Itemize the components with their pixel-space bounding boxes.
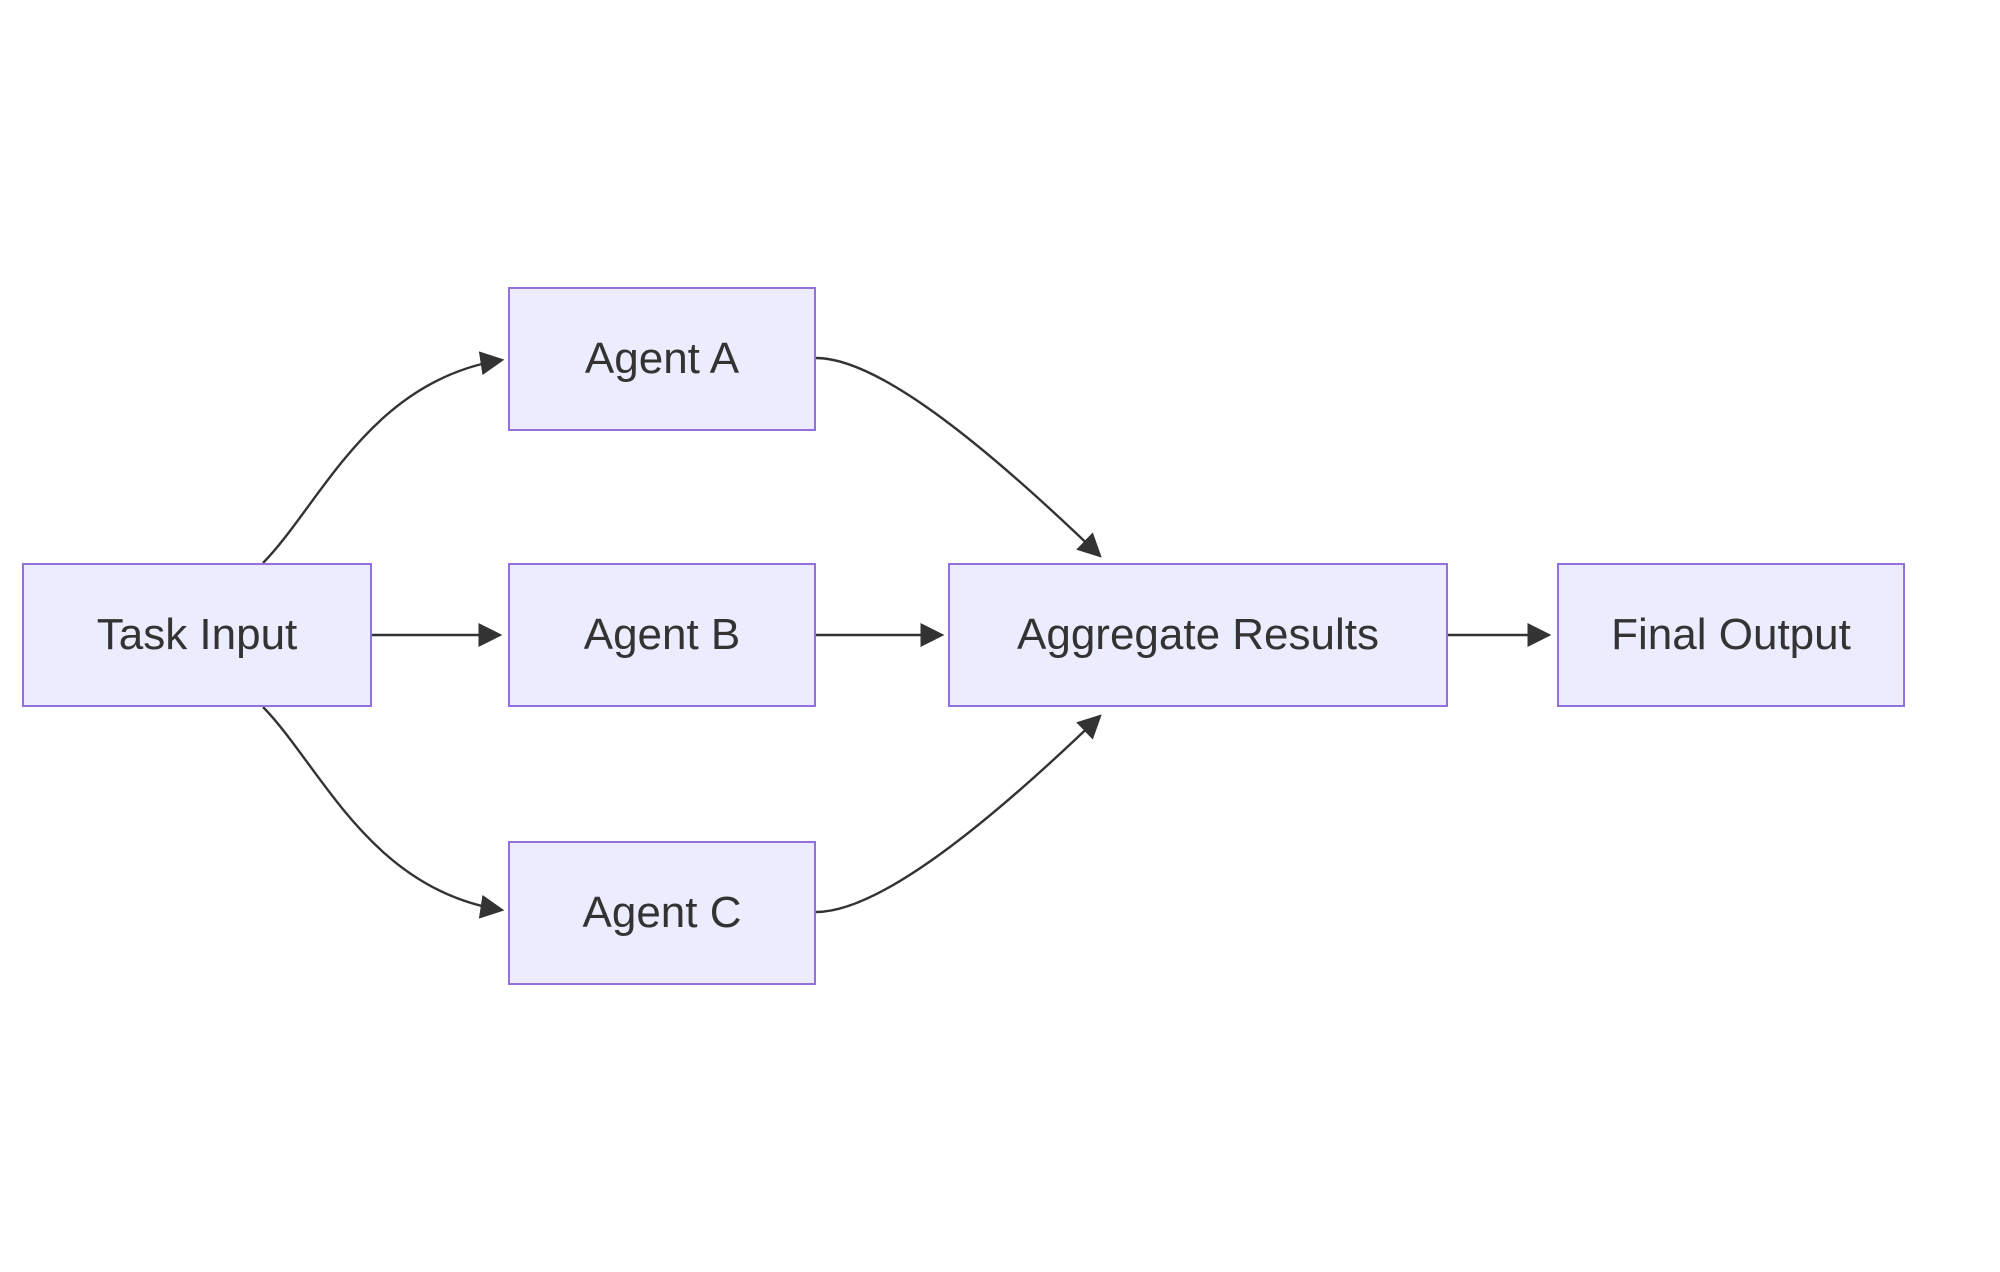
- node-agent-c: Agent C: [508, 841, 816, 985]
- node-final-output: Final Output: [1557, 563, 1905, 707]
- node-aggregate-results: Aggregate Results: [948, 563, 1448, 707]
- edge-agent-a-to-aggregate: [815, 356, 1102, 558]
- node-task-input: Task Input: [22, 563, 372, 707]
- node-task-input-label: Task Input: [96, 610, 298, 659]
- node-final-output-label: Final Output: [1611, 610, 1851, 659]
- node-aggregate-results-label: Aggregate Results: [1017, 610, 1379, 659]
- node-agent-a: Agent A: [508, 287, 816, 431]
- edge-agent-c-to-aggregate: [815, 714, 1102, 914]
- node-agent-b-label: Agent B: [583, 610, 741, 659]
- node-agent-b: Agent B: [508, 563, 816, 707]
- edge-task-input-to-agent-a: [262, 351, 505, 564]
- edge-task-input-to-agent-c: [262, 706, 505, 919]
- node-agent-a-label: Agent A: [584, 334, 740, 383]
- node-agent-c-label: Agent C: [582, 888, 742, 937]
